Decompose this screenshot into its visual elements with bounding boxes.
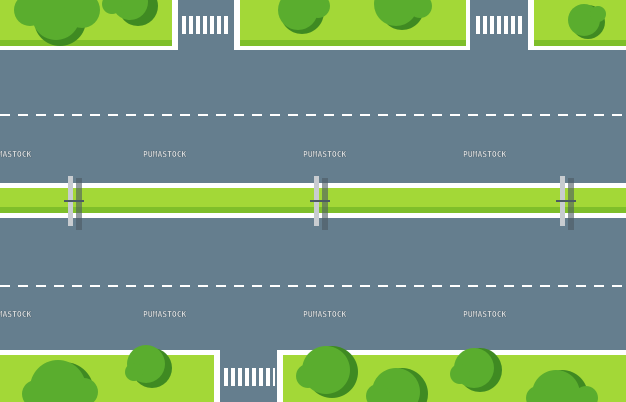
- tree-icon: [102, 0, 158, 26]
- street-light-icon: [556, 176, 576, 230]
- tree-icon: [366, 368, 428, 402]
- grass-block-top-middle: [234, 0, 470, 50]
- tree-icon: [296, 346, 358, 398]
- watermark-text: PUMASTOCK: [0, 310, 32, 319]
- tree-icon: [450, 348, 502, 392]
- crosswalk-icon: [473, 16, 525, 34]
- street-light-icon: [64, 176, 84, 230]
- watermark-layer: PUMASTOCK PUMASTOCK PUMASTOCK PUMASTOCK …: [0, 150, 507, 319]
- tree-icon: [568, 4, 606, 39]
- watermark-text: PUMASTOCK: [0, 150, 32, 159]
- tree-icon: [374, 0, 432, 30]
- crosswalk-icon: [223, 368, 275, 386]
- tree-icon: [278, 0, 330, 34]
- street-light-icon: [310, 176, 330, 230]
- watermark-text: PUMASTOCK: [143, 310, 187, 319]
- tree-icon: [125, 345, 172, 388]
- crosswalk-icon: [180, 16, 230, 34]
- watermark-text: PUMASTOCK: [143, 150, 187, 159]
- watermark-text: PUMASTOCK: [303, 310, 347, 319]
- tree-icon: [526, 370, 598, 402]
- watermark-text: PUMASTOCK: [463, 150, 507, 159]
- watermark-text: PUMASTOCK: [463, 310, 507, 319]
- watermark-text: PUMASTOCK: [303, 150, 347, 159]
- tree-icon: [22, 360, 98, 402]
- tree-icon: [14, 0, 100, 46]
